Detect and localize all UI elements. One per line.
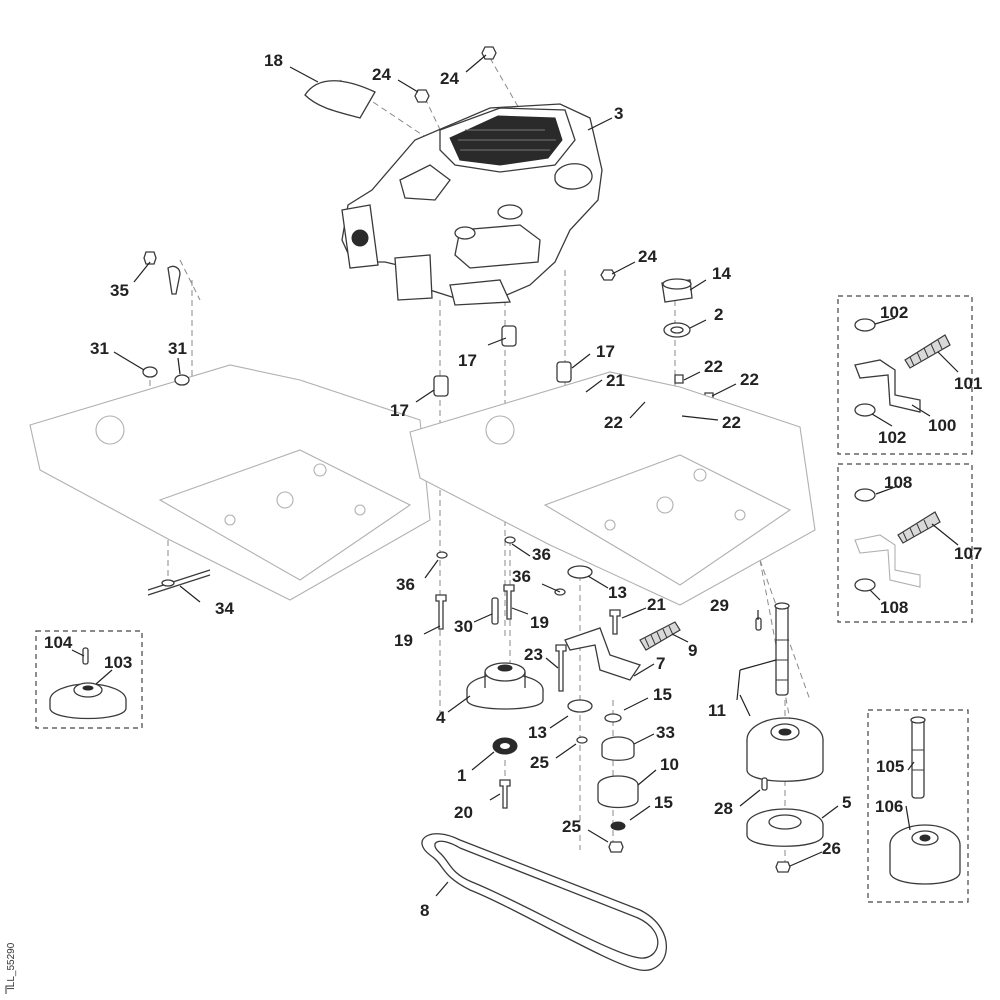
callout-108: 108	[880, 598, 908, 617]
callout-5: 5	[842, 793, 851, 812]
callout-19: 19	[530, 613, 549, 632]
callout-22: 22	[722, 413, 741, 432]
callout-3: 3	[614, 104, 623, 123]
callout-17: 17	[390, 401, 409, 420]
callout-33: 33	[656, 723, 675, 742]
callout-102: 102	[880, 303, 908, 322]
key-pins	[755, 617, 768, 791]
callout-9: 9	[688, 641, 697, 660]
callout-22: 22	[704, 357, 723, 376]
callout-11: 11	[708, 701, 726, 720]
callout-17: 17	[458, 351, 477, 370]
left-chassis-plate	[29, 364, 431, 601]
callout-labels: 18 24 24 3 24 14 2 35 31 31 17 17 17 21 …	[44, 51, 982, 920]
callout-103: 103	[104, 653, 132, 672]
callout-25: 25	[530, 753, 549, 772]
callout-31: 31	[90, 339, 109, 358]
document-id: ILL_55290	[5, 942, 17, 994]
drive-shaft	[774, 602, 790, 696]
callout-14: 14	[712, 264, 731, 283]
v-belt	[421, 833, 667, 971]
callout-107: 107	[954, 544, 982, 563]
callout-24: 24	[440, 69, 459, 88]
callout-13: 13	[528, 723, 547, 742]
callout-34: 34	[215, 599, 234, 618]
option-box-107-108	[837, 463, 973, 623]
engine-air-filter-grille	[449, 115, 563, 166]
callout-7: 7	[656, 654, 665, 673]
callout-22: 22	[604, 413, 623, 432]
callout-108: 108	[884, 473, 912, 492]
callout-29: 29	[710, 596, 729, 615]
callout-17: 17	[596, 342, 615, 361]
callout-21: 21	[647, 595, 666, 614]
leader-lines	[71, 54, 959, 897]
idler-stack	[576, 713, 639, 853]
callout-24: 24	[638, 247, 657, 266]
callout-36: 36	[512, 567, 531, 586]
callout-22: 22	[740, 370, 759, 389]
tension-spring	[639, 621, 681, 651]
callout-19: 19	[394, 631, 413, 650]
callout-8: 8	[420, 901, 429, 920]
left-small-parts	[142, 251, 211, 596]
callout-18: 18	[264, 51, 283, 70]
drive-pulley	[746, 808, 824, 873]
callout-24: 24	[372, 65, 391, 84]
engine	[341, 103, 603, 306]
callout-35: 35	[110, 281, 129, 300]
heat-shield-plate	[304, 80, 376, 119]
callout-101: 101	[954, 374, 982, 393]
callout-31: 31	[168, 339, 187, 358]
center-bolt	[499, 779, 511, 809]
callout-13: 13	[608, 583, 627, 602]
engine-pulley	[466, 662, 544, 710]
spacer-sleeves	[433, 325, 572, 397]
callout-106: 106	[875, 797, 903, 816]
callout-15: 15	[653, 685, 672, 704]
callout-25: 25	[562, 817, 581, 836]
callout-102: 102	[878, 428, 906, 447]
callout-104: 104	[44, 633, 73, 652]
callout-23: 23	[524, 645, 543, 664]
callout-105: 105	[876, 757, 904, 776]
callout-10: 10	[660, 755, 679, 774]
clutch-hub	[746, 717, 824, 782]
callout-15: 15	[654, 793, 673, 812]
document-id-text: ILL_55290	[6, 942, 17, 990]
callout-36: 36	[532, 545, 551, 564]
callout-36: 36	[396, 575, 415, 594]
option-box-103-104	[35, 630, 143, 729]
fan-washer	[492, 737, 518, 755]
bushing-and-washer	[661, 278, 693, 338]
tensioner-bracket	[564, 627, 642, 681]
drive-hardware	[435, 536, 621, 713]
callout-28: 28	[714, 799, 733, 818]
callout-21: 21	[606, 371, 625, 390]
option-box-105-106	[867, 709, 969, 903]
callout-30: 30	[454, 617, 473, 636]
callout-20: 20	[454, 803, 473, 822]
option-box-100-102	[837, 295, 973, 455]
callout-1: 1	[457, 766, 466, 785]
callout-2: 2	[714, 305, 723, 324]
callout-100: 100	[928, 416, 956, 435]
callout-26: 26	[822, 839, 841, 858]
right-chassis-plate	[409, 371, 816, 606]
callout-4: 4	[436, 708, 446, 727]
